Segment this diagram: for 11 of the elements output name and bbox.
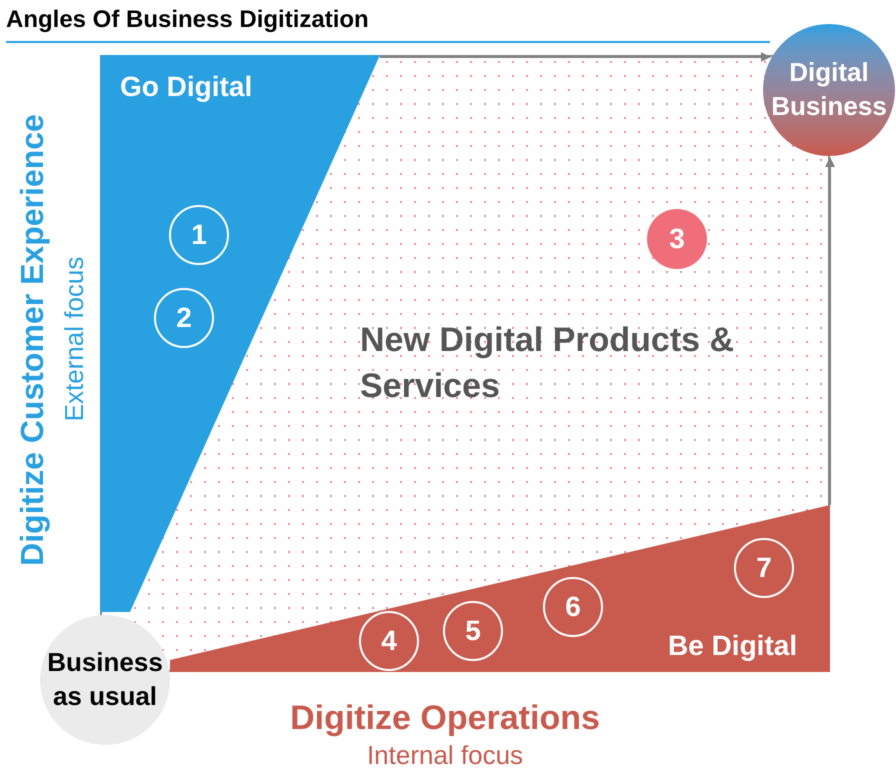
arrow: [825, 157, 835, 505]
region-label: New Digital Products & Services: [360, 320, 736, 407]
axis-sublabel: External focus: [58, 256, 89, 424]
axis-label: Digitize Operations: [289, 698, 601, 739]
arrow: [380, 52, 771, 62]
triangle-region: [170, 505, 830, 672]
axis-sublabel: Internal focus: [366, 739, 524, 771]
title: Angles Of Business Digitization: [6, 5, 369, 35]
region-label: Be Digital: [668, 629, 798, 663]
region-label: Go Digital: [120, 70, 254, 104]
axis-label: Digitize Customer Experience: [13, 113, 51, 568]
